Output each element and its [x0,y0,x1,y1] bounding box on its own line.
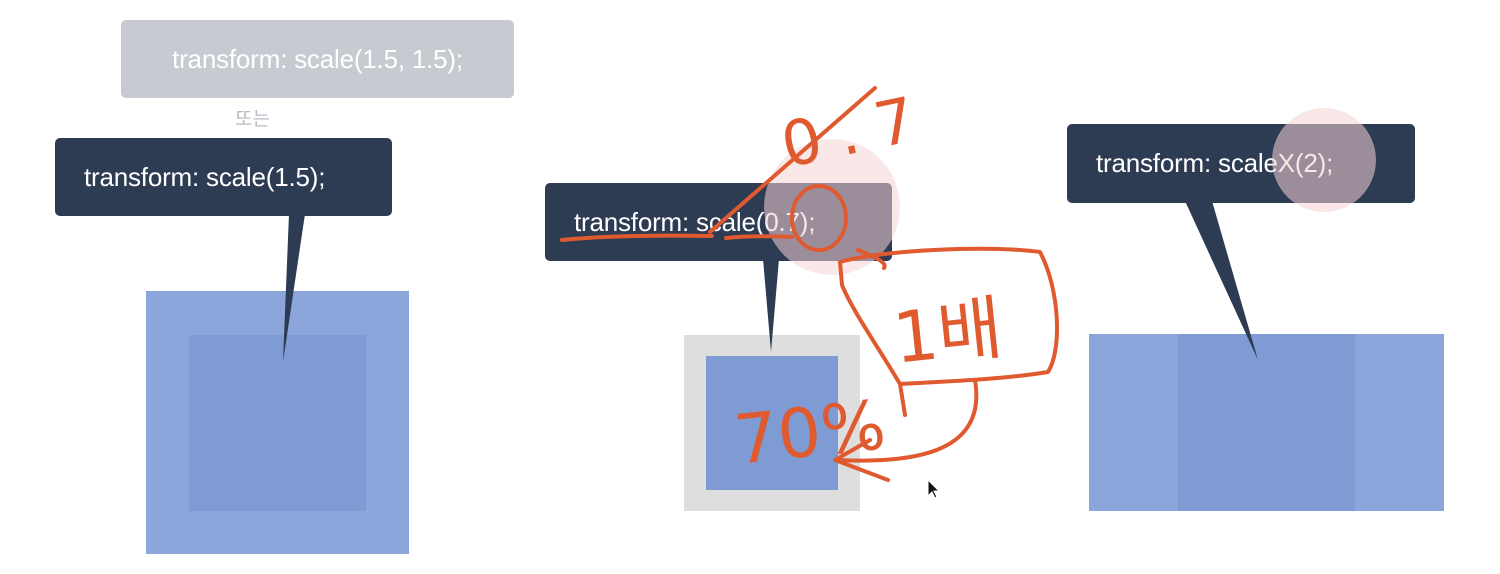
callout-text: transform: scale(0.7); [574,206,816,237]
original-box-inner [189,335,366,511]
handwritten-original: 1배 [889,287,1006,380]
callout-scale-two-args: transform: scale(1.5, 1.5); [121,20,514,98]
callout-text: transform: scale(1.5); [84,161,326,192]
callout-scale-one-arg: transform: scale(1.5); [55,138,392,216]
callout-text: transform: scaleX(2); [1096,148,1334,178]
callout-scale-x: transform: scaleX(2); [1067,124,1415,203]
handwritten-value: 0.7 [775,79,939,182]
callout-text: transform: scale(1.5, 1.5); [172,43,463,74]
alt-word: 또는 [235,109,270,130]
original-box-inner-right [1178,334,1355,511]
cursor-arrow-icon [927,478,941,499]
box-around-1x [838,246,1060,417]
callout-scale-07: transform: scale(0.7); [545,183,892,261]
scaled-box-70 [706,356,838,490]
